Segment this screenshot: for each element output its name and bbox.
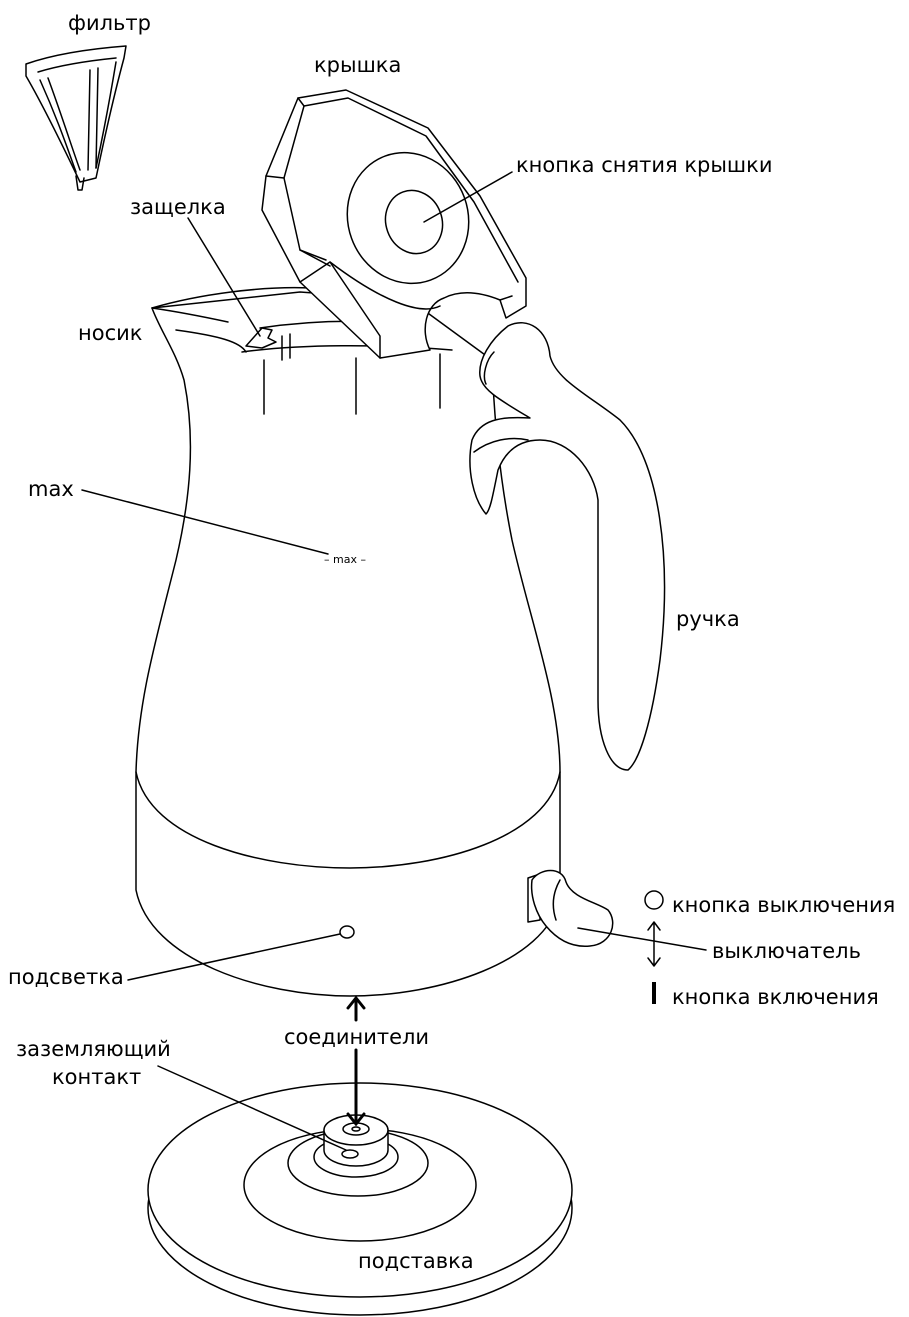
on-symbol-icon <box>652 982 656 1004</box>
off-symbol-icon <box>645 891 663 909</box>
label-spout: носик <box>78 321 142 345</box>
label-filter: фильтр <box>68 11 151 35</box>
label-lid-release-button: кнопка снятия крышки <box>516 153 772 177</box>
label-switch: выключатель <box>712 939 861 963</box>
label-off-button: кнопка выключения <box>672 893 895 917</box>
filter-illustration <box>26 46 126 190</box>
label-indicator-light: подсветка <box>8 965 124 989</box>
power-switch <box>528 871 613 947</box>
label-connectors: соединители <box>284 1025 429 1049</box>
label-latch: защелка <box>130 195 226 219</box>
label-lid: крышка <box>314 53 401 77</box>
label-handle: ручка <box>676 607 740 631</box>
switch-direction-arrows <box>648 922 660 966</box>
label-base: подставка <box>358 1249 474 1273</box>
label-max: max <box>28 477 74 501</box>
switch-symbols <box>645 891 663 1004</box>
max-mark: – max – <box>324 553 366 566</box>
label-ground-contact-line2: контакт <box>52 1065 141 1089</box>
label-on-button: кнопка включения <box>672 985 879 1009</box>
label-ground-contact-line1: заземляющий <box>16 1037 171 1061</box>
